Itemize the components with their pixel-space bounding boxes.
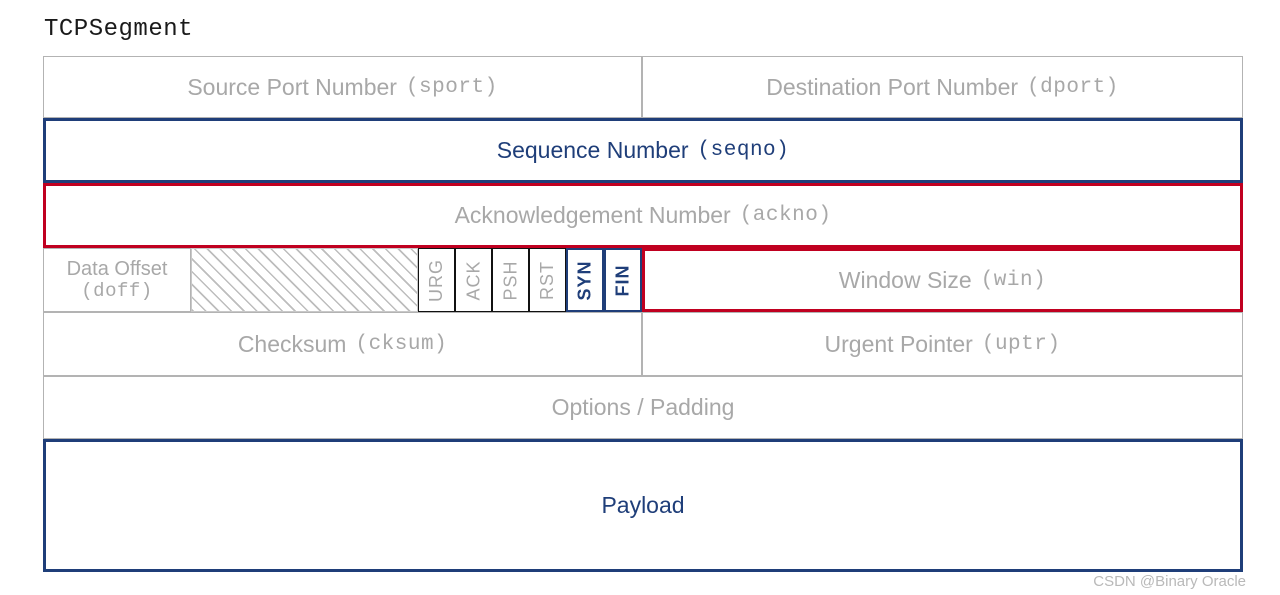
flag-cell-psh: PSH [492,248,529,312]
options-label: Options / Padding [551,394,735,420]
flag-cell-rst: RST [529,248,566,312]
flag-label-psh: PSH [500,259,521,301]
flag-label-ack: ACK [463,259,484,301]
payload-label: Payload [601,492,685,518]
cell-sequence-number: Sequence Number (seqno) [43,118,1243,183]
sequence-number-label: Sequence Number [496,137,689,163]
flag-label-rst: RST [537,260,557,300]
data-offset-label: Data Offset [66,258,168,281]
row-checksum: Checksum (cksum) Urgent Pointer (uptr) [43,312,1243,376]
row-acknowledgement-number: Acknowledgement Number (ackno) [43,183,1243,248]
flag-cell-ack: ACK [455,248,492,312]
urgent-pointer-label: Urgent Pointer [824,330,973,357]
acknowledgement-number-label: Acknowledgement Number [454,202,731,228]
cell-acknowledgement-number: Acknowledgement Number (ackno) [43,183,1243,248]
acknowledgement-number-code: (ackno) [739,204,832,227]
destination-port-label: Destination Port Number [766,73,1019,100]
row-payload: Payload [43,439,1243,572]
checksum-label: Checksum [237,330,347,357]
window-size-label: Window Size [838,266,972,293]
cell-payload: Payload [43,439,1243,572]
flag-label-syn: SYN [574,259,595,301]
cell-destination-port: Destination Port Number (dport) [642,56,1243,118]
data-offset-code: (doff) [81,279,153,302]
cell-reserved-hatched [191,248,418,312]
checksum-code: (cksum) [355,332,448,356]
cell-data-offset: Data Offset (doff) [43,248,191,312]
row-sequence-number: Sequence Number (seqno) [43,118,1243,183]
flag-label-urg: URG [426,258,446,302]
flag-label-fin: FIN [612,264,633,296]
sequence-number-code: (seqno) [697,139,790,162]
cell-window-size: Window Size (win) [642,248,1243,312]
row-ports: Source Port Number (sport) Destination P… [43,56,1243,118]
flag-cell-fin: FIN [604,248,642,312]
cell-source-port: Source Port Number (sport) [43,56,642,118]
destination-port-code: (dport) [1027,75,1119,99]
row-options: Options / Padding [43,376,1243,439]
source-port-code: (sport) [405,75,498,99]
flag-cell-syn: SYN [566,248,604,312]
watermark-text: CSDN @Binary Oracle [1093,573,1246,590]
flag-cell-urg: URG [418,248,455,312]
window-size-code: (win) [980,268,1047,292]
row-flags: Data Offset (doff) URG ACK PSH RST SYN F… [43,248,1243,312]
source-port-label: Source Port Number [187,73,397,100]
cell-options-padding: Options / Padding [43,376,1243,439]
tcp-segment-diagram: Source Port Number (sport) Destination P… [43,56,1243,573]
page-title: TCPSegment [44,16,194,43]
cell-urgent-pointer: Urgent Pointer (uptr) [642,312,1243,376]
cell-checksum: Checksum (cksum) [43,312,642,376]
urgent-pointer-code: (uptr) [981,332,1061,356]
